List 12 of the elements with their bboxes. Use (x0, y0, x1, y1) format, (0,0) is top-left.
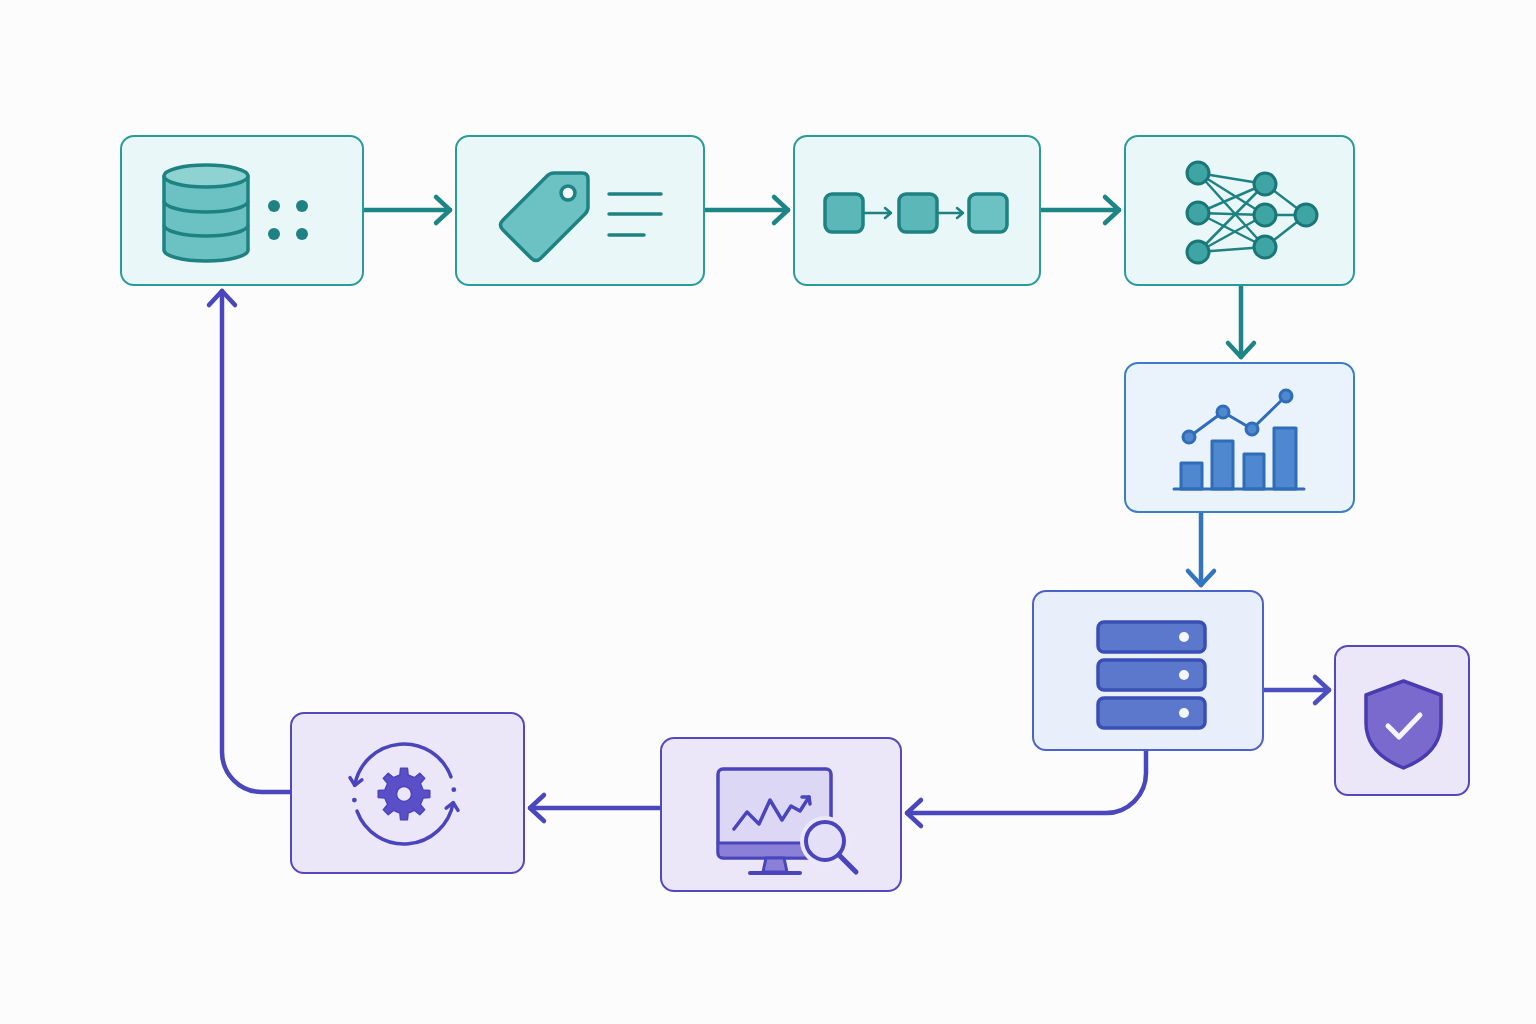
arrow (904, 748, 1149, 829)
process-box (1124, 135, 1355, 286)
process-box (1334, 645, 1470, 796)
process-box (660, 737, 902, 892)
process-box (455, 135, 705, 286)
process-box (120, 135, 364, 286)
arrow (1185, 510, 1217, 588)
process-box (290, 712, 525, 874)
process-box (793, 135, 1041, 286)
process-box (1124, 362, 1355, 513)
arrow (1225, 283, 1257, 360)
process-box (1032, 590, 1264, 751)
